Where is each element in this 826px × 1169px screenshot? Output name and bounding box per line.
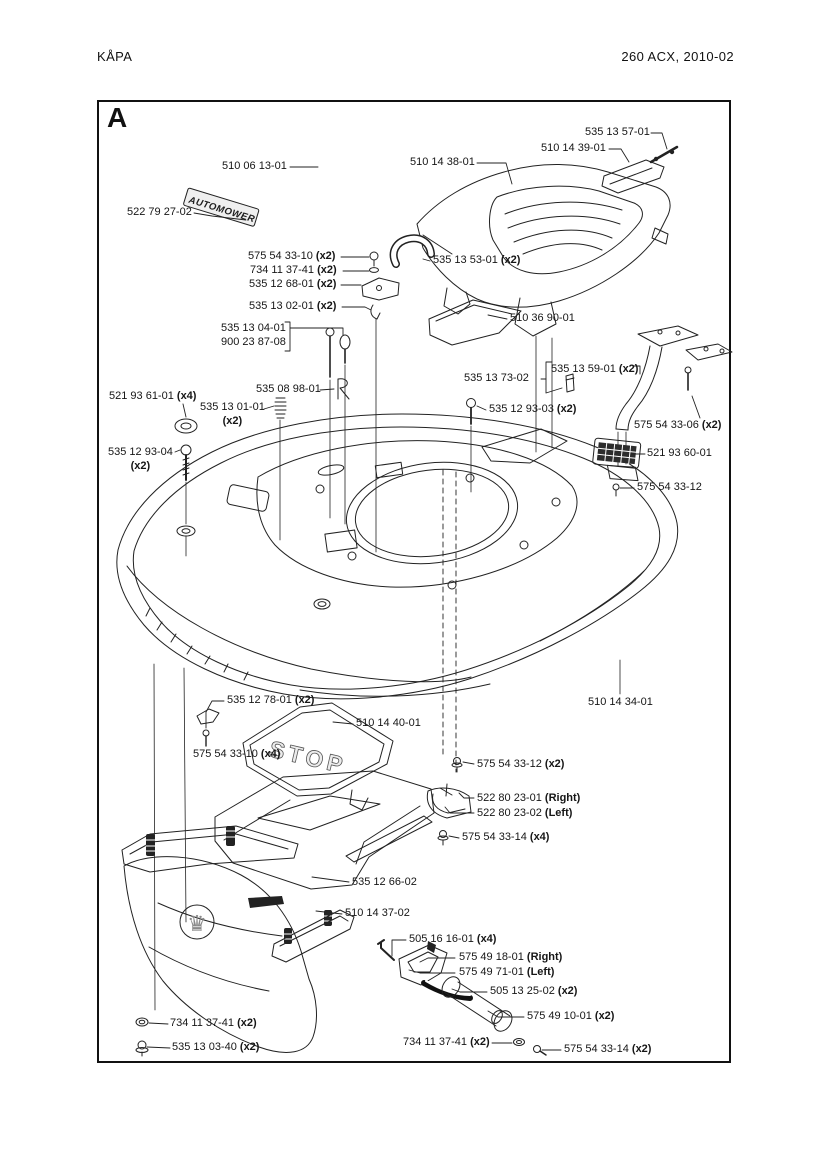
cover-strip-drawing — [601, 159, 665, 194]
part-label-535-08-98-01: 535 08 98-01 — [256, 383, 321, 395]
part-label-575-54-33-14: 575 54 33-14 (x4) — [462, 831, 550, 843]
part-label-535-13-02-01: 535 13 02-01 (x2) — [249, 300, 337, 312]
part-label-521-93-61-01: 521 93 61-01 (x4) — [109, 390, 197, 402]
part-label-535-13-03-40: 535 13 03-40 (x2) — [172, 1041, 260, 1053]
corner-bumper-drawing — [426, 783, 472, 819]
explode-axis-lines — [153, 335, 621, 1011]
keypad-drawing — [592, 437, 642, 482]
part-label-575-54-33-14: 575 54 33-14 (x2) — [564, 1043, 652, 1055]
part-label-575-49-10-01: 575 49 10-01 (x2) — [527, 1010, 615, 1022]
part-label-575-54-33-12: 575 54 33-12 — [637, 481, 702, 493]
part-label-505-13-25-02: 505 13 25-02 (x2) — [490, 985, 578, 997]
part-label-575-54-33-06: 575 54 33-06 (x2) — [634, 419, 722, 431]
part-label-535-13-73-02: 535 13 73-02 — [464, 372, 529, 384]
corner-screws-drawing — [437, 757, 463, 846]
label-brackets — [284, 321, 641, 957]
part-label-522-80-23-01: 522 80 23-01 (Right) — [477, 792, 581, 804]
explode-axis-dashed-lines — [442, 469, 457, 773]
part-label-522-80-23-02: 522 80 23-02 (Left) — [477, 807, 573, 819]
part-label-535-12-66-02: 535 12 66-02 — [352, 876, 417, 888]
part-label-535-12-93-03: 535 12 93-03 (x2) — [489, 403, 577, 415]
part-label-575-49-71-01: 575 49 71-01 (Left) — [459, 966, 555, 978]
screw-5351293-03-drawing — [466, 398, 476, 493]
diagram-frame — [97, 100, 731, 1063]
part-label-575-49-18-01: 575 49 18-01 (Right) — [459, 951, 563, 963]
skid-plate-assembly-drawing — [377, 939, 547, 1056]
husqvarna-crown-icon: ♛ — [187, 911, 207, 936]
part-label-510-36-90-01: 510 36 90-01 — [510, 312, 575, 324]
part-label-535-13-57-01: 535 13 57-01 — [585, 126, 650, 138]
elbow-bracket-drawing — [389, 234, 435, 268]
part-label-535-13-59-01: 535 13 59-01 (x2) — [551, 363, 639, 375]
part-label-575-54-33-12: 575 54 33-12 (x2) — [477, 758, 565, 770]
part-label-575-54-33-10: 575 54 33-10 (x4) — [193, 748, 281, 760]
screw-5351357-drawing — [649, 145, 679, 164]
front-body-drawing: ♛ — [121, 825, 355, 1053]
part-label-535-12-93-04: 535 12 93-04(x2) — [108, 446, 173, 472]
screw-5351359-drawing — [565, 373, 575, 393]
part-label-510-14-38-01: 510 14 38-01 — [410, 156, 475, 168]
part-label-575-54-33-10: 575 54 33-10 (x2) — [248, 250, 336, 262]
leader-lines — [146, 132, 701, 1051]
part-label-535-12-78-01: 535 12 78-01 (x2) — [227, 694, 315, 706]
part-label-510-14-39-01: 510 14 39-01 — [541, 142, 606, 154]
bolt-spring-clip-drawing — [325, 327, 351, 525]
left-fasteners-drawing — [174, 397, 287, 557]
part-label-510-14-34-01: 510 14 34-01 — [588, 696, 653, 708]
model-revision: 260 ACX, 2010-02 — [621, 49, 734, 64]
part-label-734-11-37-41: 734 11 37-41 (x2) — [170, 1017, 257, 1029]
part-label-510-06-13-01: 510 06 13-01 — [222, 160, 287, 172]
part-label-900-23-87-08: 900 23 87-08 — [221, 336, 286, 348]
part-label-521-93-60-01: 521 93 60-01 — [647, 447, 712, 459]
bottom-left-fasteners-drawing — [135, 1017, 149, 1057]
section-letter: A — [107, 102, 128, 133]
fastener-stack-drawing — [361, 251, 400, 553]
part-label-535-12-68-01: 535 12 68-01 (x2) — [249, 278, 337, 290]
part-label-535-13-04-01: 535 13 04-01 — [221, 322, 286, 334]
part-label-734-11-37-41: 734 11 37-41 (x2) — [403, 1036, 490, 1048]
part-label-734-11-37-41: 734 11 37-41 (x2) — [250, 264, 337, 276]
part-label-505-16-16-01: 505 16 16-01 (x4) — [409, 933, 497, 945]
part-label-522-79-27-02: 522 79 27-02 — [127, 206, 192, 218]
display-lid-drawing — [428, 299, 522, 346]
rear-bracket-arm-drawing — [615, 325, 733, 467]
part-label-510-14-40-01: 510 14 40-01 — [356, 717, 421, 729]
part-label-535-13-01-01: 535 13 01-01(x2) — [200, 401, 265, 427]
screw-5755433-12-drawing — [612, 483, 620, 497]
part-label-535-13-53-01: 535 13 53-01 (x2) — [433, 254, 521, 266]
page-title: KÅPA — [97, 49, 133, 64]
part-label-510-14-37-02: 510 14 37-02 — [345, 907, 410, 919]
